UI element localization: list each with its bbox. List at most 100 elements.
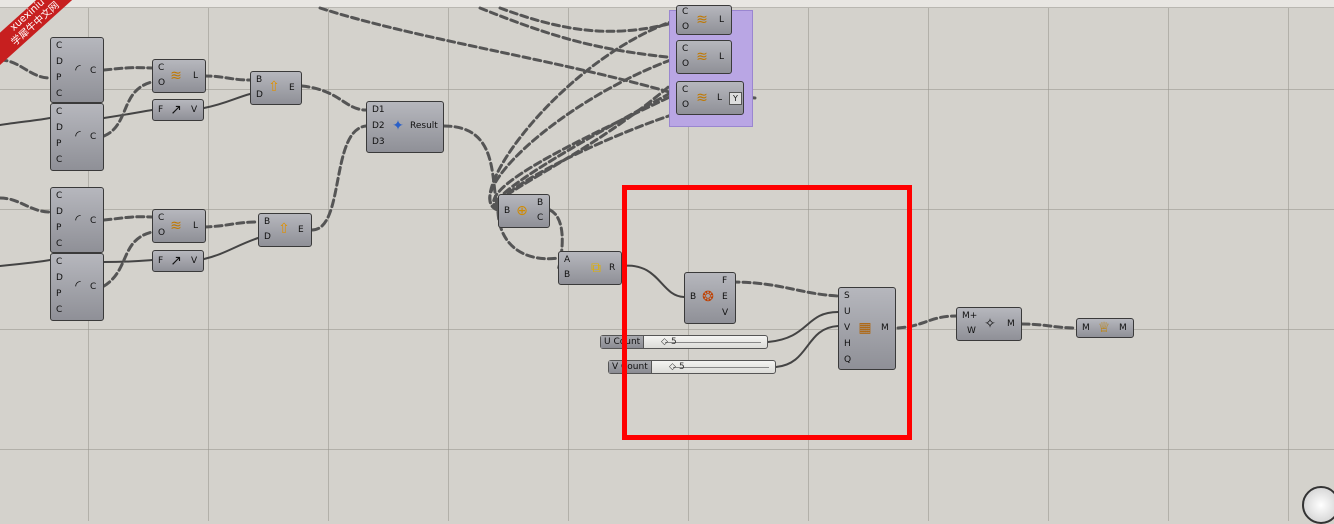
merge-node[interactable]: D1 D2 D3 ✦ Result (366, 101, 444, 153)
mesh-surface-node[interactable]: S U V H Q ▦ M (838, 287, 896, 370)
input-d: D (56, 57, 63, 67)
input-c: C (682, 85, 689, 95)
wire-dashed (498, 6, 678, 33)
output-c: C (90, 282, 97, 292)
input-o: O (158, 228, 166, 238)
extrude-node-1[interactable]: B D ⇧ E (250, 71, 302, 105)
weld-icon: ✧ (984, 316, 996, 332)
wire-dashed (1020, 322, 1078, 330)
merge-icon: ✦ (392, 118, 404, 134)
input-a: A (564, 255, 571, 265)
input-c: C (56, 155, 63, 165)
unit-z-node-2[interactable]: F ↗ V (152, 250, 204, 272)
wire-dashed (102, 80, 154, 138)
extrude-icon: ⇧ (268, 79, 280, 95)
input-d: D (264, 232, 271, 242)
wire-dashed (202, 220, 260, 229)
offset-icon: ≋ (696, 49, 708, 65)
unit-z-vector-icon: ↗ (170, 102, 182, 118)
wire-dashed (102, 215, 154, 222)
wire-dashed (300, 84, 368, 112)
output-c: C (537, 213, 544, 223)
group-offset-node-3[interactable]: C O ≋ L Y (676, 81, 744, 115)
input-c: C (56, 89, 63, 99)
offset-node-2[interactable]: C O ≋ L (152, 209, 206, 243)
output-r: R (609, 263, 616, 273)
weld-node[interactable]: M+ W ✧ M (956, 307, 1022, 341)
output-e: E (289, 83, 295, 93)
output-v: V (191, 105, 198, 115)
curve-divide-icon: ◜ (75, 128, 81, 144)
group-offset-node-2[interactable]: C O ≋ L (676, 40, 732, 74)
input-p: P (56, 223, 62, 233)
input-w: W (967, 326, 976, 336)
slider-value: 5 (671, 337, 677, 347)
input-s: S (844, 291, 850, 301)
divide-curve-node-1[interactable]: C D P C ◜ C (50, 37, 104, 103)
toolbar-strip (0, 0, 1334, 8)
unit-z-node-1[interactable]: F ↗ V (152, 99, 204, 121)
input-o: O (158, 78, 166, 88)
boolean-node[interactable]: A B ⧉ R (558, 251, 622, 285)
input-o: O (682, 100, 690, 110)
wire-dashed (478, 6, 678, 60)
divide-curve-node-2[interactable]: C D P C ◜ C (50, 103, 104, 171)
input-c: C (158, 63, 165, 73)
offset-icon: ≋ (170, 68, 182, 84)
mesh-node[interactable]: M ♕ M (1076, 318, 1134, 338)
output-l: L (193, 71, 199, 81)
output-m: M (881, 323, 889, 333)
wire-dashed (0, 58, 52, 80)
curve-divide-icon: ◜ (75, 62, 81, 78)
group-offset-node-1[interactable]: C O ≋ L (676, 5, 732, 35)
extrude-node-2[interactable]: B D ⇧ E (258, 213, 312, 247)
input-p: P (56, 289, 62, 299)
slider-label: V Count (609, 361, 652, 373)
input-c: C (56, 257, 63, 267)
divide-curve-node-3[interactable]: C D P C ◜ C (50, 187, 104, 253)
slider-handle-icon[interactable]: ◇ (661, 337, 668, 347)
brep-node[interactable]: B ⊕ B C (498, 194, 550, 228)
input-d: D (56, 207, 63, 217)
offset-icon: ≋ (170, 218, 182, 234)
slider-handle-icon[interactable]: ◇ (669, 362, 676, 372)
input-b: B (504, 206, 511, 216)
slider-track (673, 367, 769, 368)
wire (203, 93, 251, 109)
navigation-compass-icon[interactable] (1302, 486, 1334, 524)
output-l: L (193, 221, 199, 231)
wire-dashed (488, 56, 678, 212)
output-m: M (1007, 319, 1015, 329)
wire-dashed (442, 124, 500, 212)
input-d1: D1 (372, 105, 385, 115)
input-c: C (56, 41, 63, 51)
input-b: B (256, 75, 263, 85)
mesh-surface-icon: ▦ (858, 320, 872, 336)
input-d: D (56, 273, 63, 283)
v-count-slider[interactable]: V Count ◇ 5 (608, 360, 776, 374)
input-f: F (158, 105, 164, 115)
input-b: B (264, 217, 271, 227)
offset-node-1[interactable]: C O ≋ L (152, 59, 206, 93)
output-f: F (722, 276, 728, 286)
wire-dashed (202, 74, 252, 82)
output-l: L (719, 15, 725, 25)
input-d3: D3 (372, 137, 385, 147)
input-d2: D2 (372, 121, 385, 131)
divide-curve-node-4[interactable]: C D P C ◜ C (50, 253, 104, 321)
wire (775, 325, 839, 368)
input-q: Q (844, 355, 852, 365)
brep-component-icon: ⊕ (516, 203, 528, 219)
graft-flag-icon: Y (729, 92, 742, 105)
input-o: O (682, 59, 690, 69)
deconstruct-brep-node[interactable]: B ❂ F E V (684, 272, 736, 324)
wire-dashed (730, 280, 840, 298)
output-v: V (191, 256, 198, 266)
highlight-box (622, 185, 912, 440)
wire (103, 109, 153, 119)
input-c: C (158, 213, 165, 223)
input-c: C (56, 191, 63, 201)
output-c: C (90, 216, 97, 226)
deconstruct-brep-icon: ❂ (702, 289, 714, 305)
input-b: B (564, 270, 571, 280)
